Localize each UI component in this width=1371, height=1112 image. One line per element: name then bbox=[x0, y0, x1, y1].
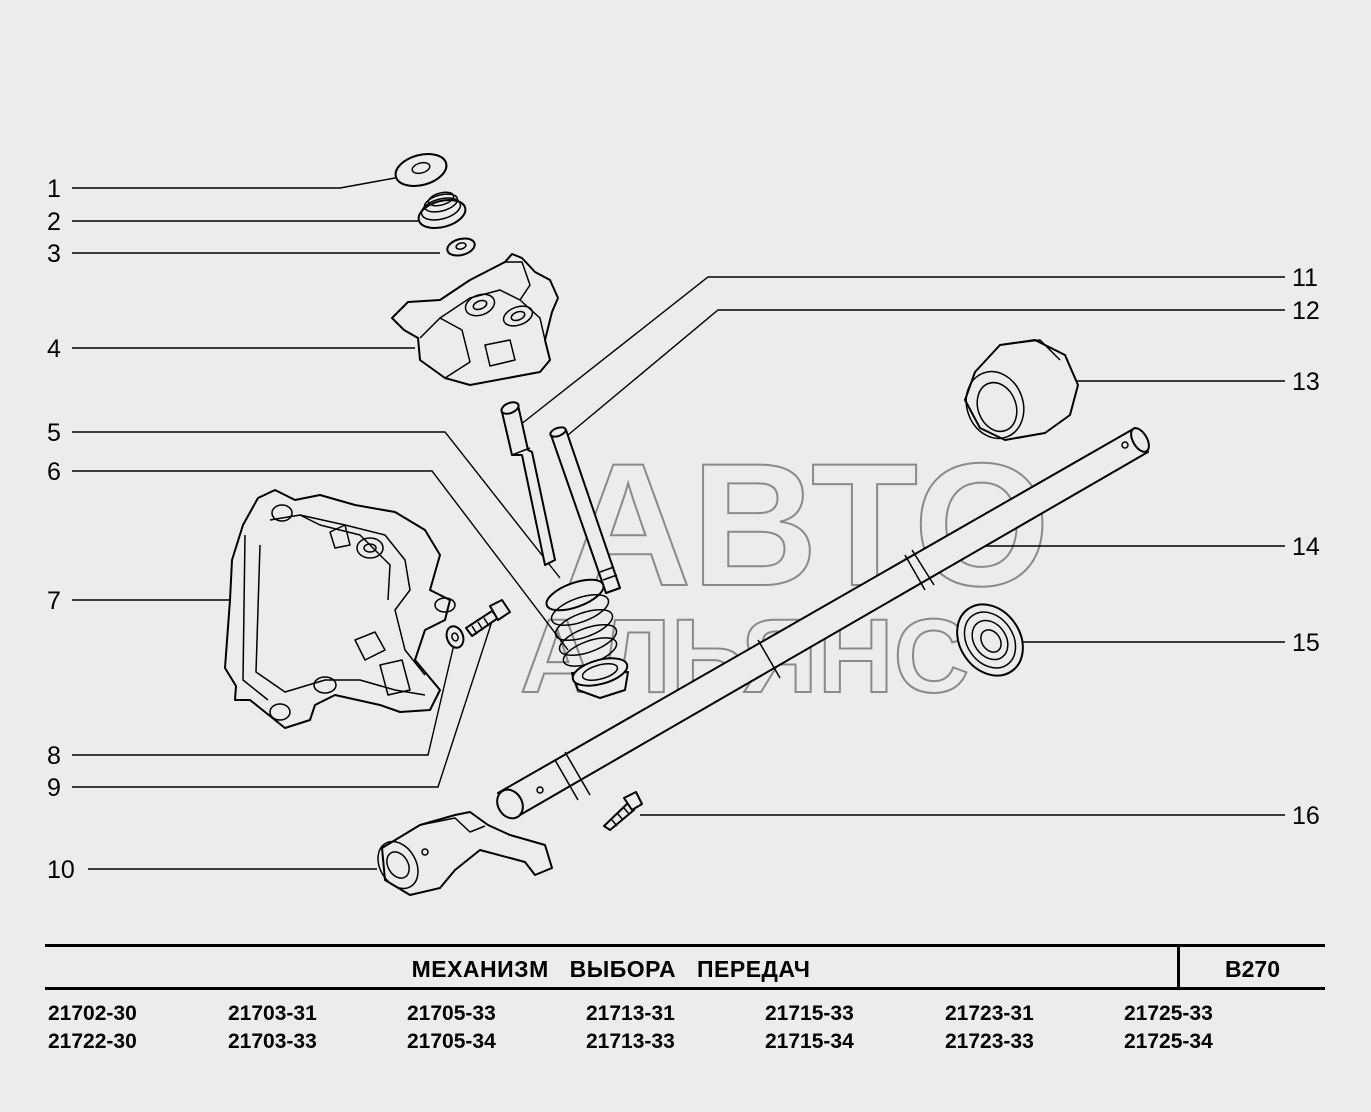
part-7-housing bbox=[224, 489, 456, 729]
callout-7: 7 bbox=[47, 587, 61, 615]
title-divider bbox=[1177, 947, 1180, 987]
part-10-lever bbox=[377, 811, 553, 896]
model-number: 21715-34 bbox=[765, 1030, 854, 1053]
exploded-parts-diagram: АВТО АЛЬЯНС bbox=[47, 153, 1320, 896]
part-2-seal bbox=[417, 191, 467, 230]
model-number: 21725-33 bbox=[1124, 1002, 1213, 1025]
model-number: 21703-31 bbox=[228, 1002, 317, 1025]
title-block: МЕХАНИЗМ ВЫБОРА ПЕРЕДАЧ B270 bbox=[45, 944, 1325, 990]
model-number: 21703-33 bbox=[228, 1030, 317, 1053]
model-column: 21703-31 21703-33 bbox=[228, 1000, 398, 1056]
model-column: 21705-33 21705-34 bbox=[407, 1000, 577, 1056]
callout-10: 10 bbox=[47, 856, 75, 884]
callout-16: 16 bbox=[1292, 802, 1320, 830]
model-number: 21705-33 bbox=[407, 1002, 496, 1025]
diagram-code: B270 bbox=[1225, 956, 1280, 982]
part-5-spring bbox=[545, 578, 618, 667]
part-12-rod bbox=[549, 426, 621, 594]
callout-5: 5 bbox=[47, 419, 61, 447]
leader-lines bbox=[72, 177, 1285, 870]
model-column: 21725-33 21725-34 bbox=[1124, 1000, 1294, 1056]
model-number: 21713-31 bbox=[586, 1002, 675, 1025]
model-number: 21722-30 bbox=[48, 1030, 137, 1053]
callout-9: 9 bbox=[47, 774, 61, 802]
callout-11: 11 bbox=[1292, 264, 1318, 292]
part-9-bolt bbox=[465, 599, 511, 637]
part-3-small-washer bbox=[446, 237, 476, 257]
model-column: 21723-31 21723-33 bbox=[945, 1000, 1115, 1056]
part-6-cup bbox=[571, 657, 629, 699]
model-number: 21723-33 bbox=[945, 1030, 1034, 1053]
callout-2: 2 bbox=[47, 208, 61, 236]
callout-4: 4 bbox=[47, 335, 61, 363]
model-list: 21702-30 21722-30 21703-31 21703-33 2170… bbox=[48, 1000, 1338, 1060]
model-number: 21715-33 bbox=[765, 1002, 854, 1025]
part-16-screw bbox=[603, 791, 643, 831]
callout-15: 15 bbox=[1292, 629, 1320, 657]
model-number: 21723-31 bbox=[945, 1002, 1034, 1025]
part-13-bushing bbox=[964, 339, 1079, 441]
callout-14: 14 bbox=[1292, 533, 1320, 561]
callout-8: 8 bbox=[47, 742, 61, 770]
callout-labels: 1 2 3 4 5 6 7 8 9 10 11 12 13 14 15 16 bbox=[47, 175, 1320, 884]
diagram-title: МЕХАНИЗМ ВЫБОРА ПЕРЕДАЧ bbox=[411, 956, 811, 982]
model-number: 21702-30 bbox=[48, 1002, 137, 1025]
callout-6: 6 bbox=[47, 458, 61, 486]
model-column: 21702-30 21722-30 bbox=[48, 1000, 218, 1056]
callout-12: 12 bbox=[1292, 297, 1320, 325]
part-8-washer bbox=[445, 625, 465, 649]
model-number: 21725-34 bbox=[1124, 1030, 1213, 1053]
callout-13: 13 bbox=[1292, 368, 1320, 396]
callout-3: 3 bbox=[47, 240, 61, 268]
model-number: 21713-33 bbox=[586, 1030, 675, 1053]
model-column: 21713-31 21713-33 bbox=[586, 1000, 756, 1056]
part-4-bracket bbox=[391, 253, 559, 386]
model-number: 21705-34 bbox=[407, 1030, 496, 1053]
part-15-bearing bbox=[956, 603, 1024, 677]
part-11-pin bbox=[500, 401, 556, 566]
part-1-washer bbox=[394, 153, 448, 187]
model-column: 21715-33 21715-34 bbox=[765, 1000, 935, 1056]
part-14-shaft bbox=[496, 427, 1150, 820]
callout-1: 1 bbox=[47, 175, 61, 203]
